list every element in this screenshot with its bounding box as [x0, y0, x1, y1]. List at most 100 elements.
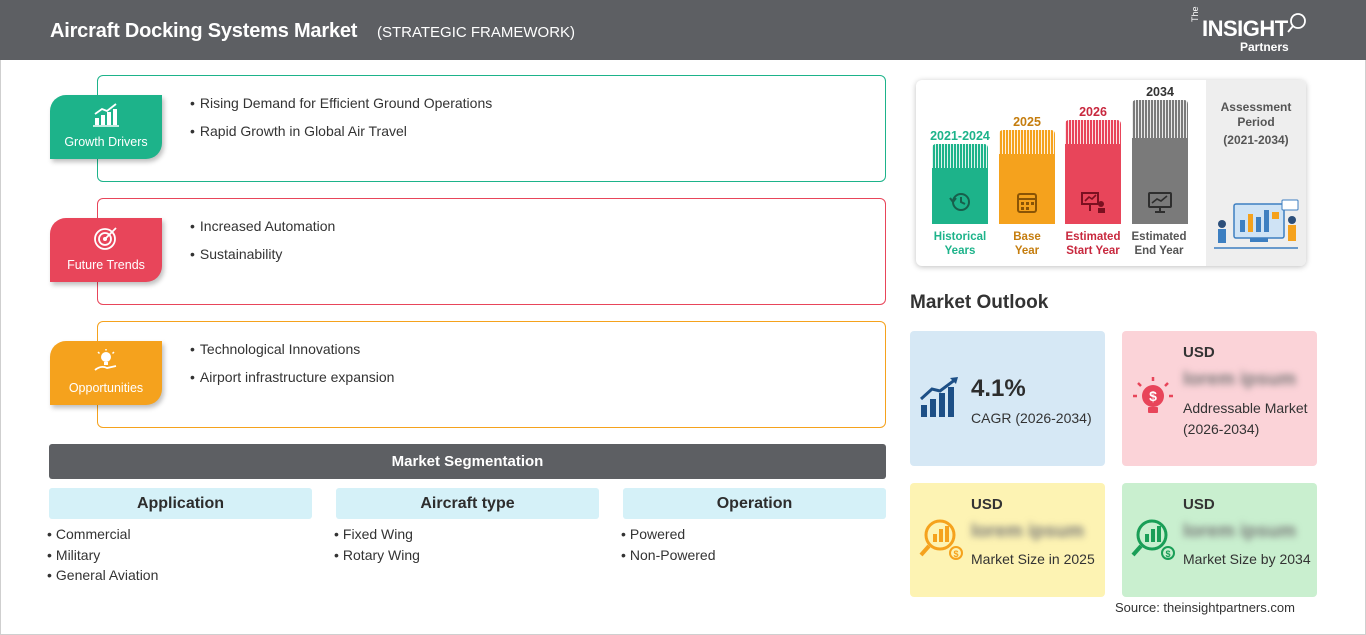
logo-brand: INSIGHT — [1202, 16, 1288, 41]
list-item: General Aviation — [47, 567, 158, 588]
calendar-icon — [1017, 193, 1037, 213]
timeline-bar-start — [1065, 120, 1121, 224]
market-size-2034-box: USD lorem ipsum $ Market Size by 2034 — [1122, 483, 1317, 597]
bar-stripes — [1132, 100, 1188, 138]
list-item: Rotary Wing — [334, 547, 420, 568]
assessment-line2: Period — [1237, 115, 1275, 129]
bar-stripes — [1065, 120, 1121, 144]
segmentation-title: Market Segmentation — [49, 444, 886, 479]
svg-text:$: $ — [1165, 549, 1170, 559]
insight-partners-logo[interactable]: The INSIGHT Partners — [1188, 6, 1313, 54]
list-item: Non-Powered — [621, 547, 716, 568]
dollar-bulb-icon: $ — [1133, 377, 1173, 413]
monitor-chart-icon — [1148, 192, 1172, 213]
bar-stripes — [999, 130, 1055, 154]
svg-text:$: $ — [1149, 388, 1157, 404]
opportunities-list: Technological Innovations Airport infras… — [190, 341, 395, 397]
source-note: Source: theinsightpartners.com — [1115, 600, 1295, 615]
period-year-start: 2026 — [1079, 105, 1107, 119]
page-title: Aircraft Docking Systems Market — [50, 20, 358, 42]
opportunities-label: Opportunities — [68, 381, 144, 395]
cagr-label: CAGR (2026-2034) — [971, 410, 1092, 426]
magnifier-chart-icon: $ — [919, 519, 963, 560]
opportunities-badge: Opportunities — [50, 341, 162, 405]
assessment-line3: (2021-2034) — [1223, 133, 1289, 147]
page-subtitle: (STRATEGIC FRAMEWORK) — [377, 24, 576, 41]
addressable-label: Addressable Market (2026-2034) — [1183, 400, 1308, 437]
market-size-2025-box: USD lorem ipsum $ Market Size in 2025 — [910, 483, 1105, 597]
size-2025-currency: USD — [971, 496, 1003, 513]
period-label-end: Estimated End Year — [1119, 230, 1199, 258]
period-label-line: Start Year — [1066, 245, 1120, 257]
period-label-line: Years — [944, 245, 976, 257]
size-2034-value: lorem ipsum — [1183, 521, 1296, 542]
logo-partners: Partners — [1240, 40, 1289, 54]
segment-heading-aircraft-type: Aircraft type — [336, 488, 599, 519]
magnifier-growth-icon: $ — [1131, 519, 1175, 560]
period-label-historical: Historical Years — [920, 230, 1000, 258]
size-2025-label: Market Size in 2025 — [971, 551, 1095, 567]
list-item: Increased Automation — [190, 218, 335, 236]
timeline-bar-end — [1132, 100, 1188, 224]
addressable-value: lorem ipsum — [1183, 369, 1296, 390]
bar-stripes — [932, 144, 988, 168]
history-icon — [949, 193, 970, 211]
addressable-currency: USD — [1183, 344, 1215, 361]
period-year-base: 2025 — [1013, 115, 1041, 129]
segment-heading-operation: Operation — [623, 488, 886, 519]
market-outlook-title: Market Outlook — [910, 292, 1049, 313]
segment-list-aircraft-type: Fixed Wing Rotary Wing — [334, 526, 420, 567]
list-item: Fixed Wing — [334, 526, 420, 547]
size-2034-currency: USD — [1183, 496, 1215, 513]
header-bar: Aircraft Docking Systems Market (STRATEG… — [0, 0, 1366, 60]
period-label-base: Base Year — [987, 230, 1067, 258]
period-year-historical: 2021-2024 — [930, 129, 990, 143]
growth-drivers-badge: Growth Drivers — [50, 95, 162, 159]
period-label-line: Historical — [933, 231, 987, 243]
segment-heading-application: Application — [49, 488, 312, 519]
list-item: Rising Demand for Efficient Ground Opera… — [190, 95, 492, 113]
period-label-line: Year — [1014, 245, 1040, 257]
assessment-line1: Assessment — [1220, 100, 1292, 114]
list-item: Powered — [621, 526, 716, 547]
presentation-icon — [1081, 192, 1105, 213]
list-item: Military — [47, 547, 158, 568]
size-2034-label: Market Size by 2034 — [1183, 551, 1311, 567]
segment-list-operation: Powered Non-Powered — [621, 526, 716, 567]
growth-drivers-label: Growth Drivers — [64, 135, 148, 149]
cagr-box: 4.1% CAGR (2026-2034) — [910, 331, 1105, 466]
logo-the: The — [1190, 6, 1200, 22]
lightbulb-hand-icon — [94, 349, 117, 371]
segment-list-application: Commercial Military General Aviation — [47, 526, 158, 588]
cagr-value: 4.1% — [971, 375, 1026, 402]
logo-bulb-icon — [1287, 13, 1306, 33]
period-label-start: Estimated Start Year — [1053, 230, 1133, 258]
size-2025-value: lorem ipsum — [971, 521, 1084, 542]
period-label-line: Estimated — [1131, 231, 1187, 243]
addressable-market-box: USD lorem ipsum $ Addressable Market (20… — [1122, 331, 1317, 466]
growth-drivers-card: Rising Demand for Efficient Ground Opera… — [97, 75, 886, 182]
future-trends-label: Future Trends — [67, 258, 145, 272]
svg-text:$: $ — [953, 549, 958, 559]
period-label-line: Base — [1013, 231, 1041, 243]
period-year-end: 2034 — [1146, 85, 1174, 99]
opportunities-card: Technological Innovations Airport infras… — [97, 321, 886, 428]
assessment-period-panel: Assessment Period (2021-2034) — [1206, 80, 1306, 266]
analyst-dashboard-icon — [1214, 199, 1299, 249]
period-label-line: Estimated — [1065, 231, 1121, 243]
list-item: Airport infrastructure expansion — [190, 369, 395, 387]
list-item: Rapid Growth in Global Air Travel — [190, 123, 492, 141]
target-icon — [94, 227, 117, 250]
assessment-period-text: Assessment Period (2021-2034) — [1206, 100, 1306, 148]
list-item: Sustainability — [190, 246, 335, 264]
growth-chart-icon — [93, 103, 119, 127]
future-trends-card: Increased Automation Sustainability — [97, 198, 886, 305]
timeline-bar-historical — [932, 144, 988, 224]
future-trends-list: Increased Automation Sustainability — [190, 218, 335, 274]
future-trends-badge: Future Trends — [50, 218, 162, 282]
list-item: Technological Innovations — [190, 341, 394, 359]
growth-drivers-list: Rising Demand for Efficient Ground Opera… — [190, 95, 492, 151]
list-item: Commercial — [47, 526, 158, 547]
timeline-bar-base — [999, 130, 1055, 224]
rising-bars-icon — [919, 377, 958, 417]
